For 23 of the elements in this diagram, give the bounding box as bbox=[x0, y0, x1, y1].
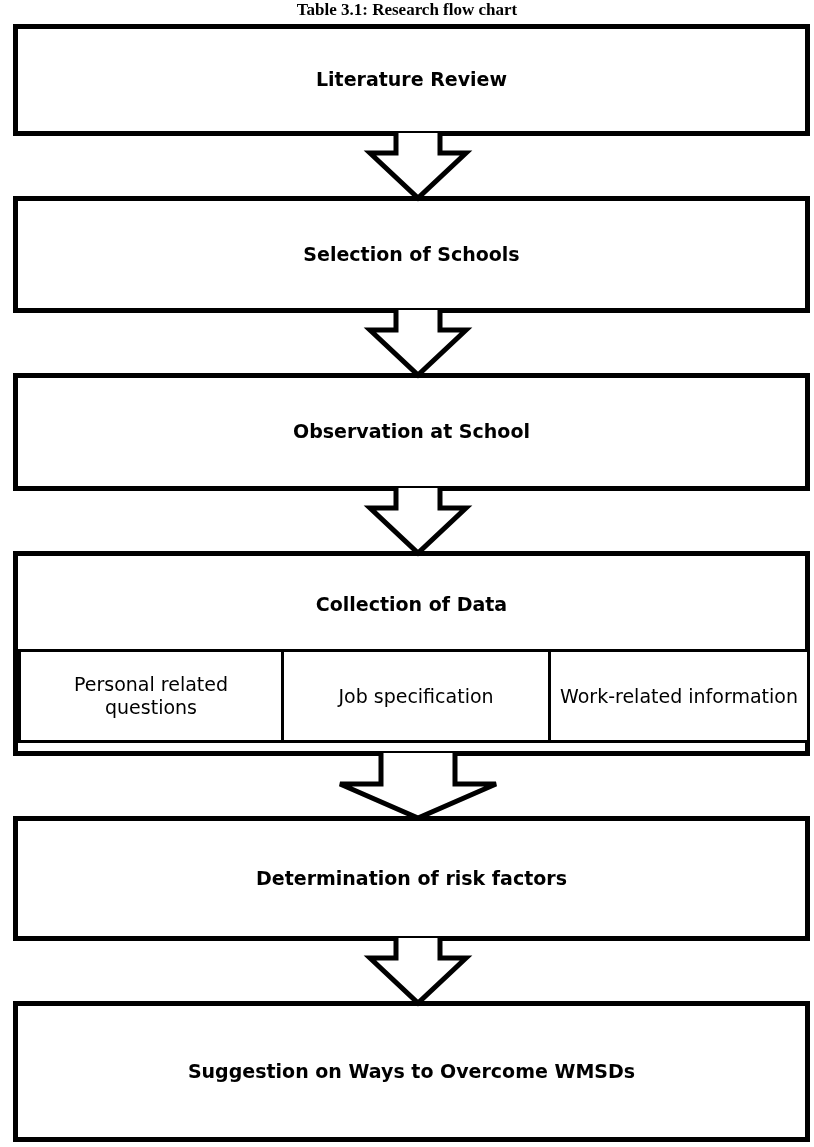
step-item: Personal related questions bbox=[73, 673, 229, 719]
step-title: Literature Review bbox=[314, 68, 509, 90]
step-title: Collection of Data bbox=[314, 593, 509, 615]
process-box bbox=[13, 24, 810, 136]
step-title: Determination of risk factors bbox=[255, 866, 568, 889]
block-arrow bbox=[363, 935, 473, 1007]
process-box bbox=[13, 816, 810, 941]
step-title: Suggestion on Ways to Overcome WMSDs bbox=[186, 1059, 637, 1082]
chart-title: Table 3.1: Research flow chart bbox=[295, 0, 519, 20]
block-arrow bbox=[363, 130, 473, 202]
step-item: Job specification bbox=[336, 684, 495, 708]
process-box bbox=[13, 196, 810, 313]
process-box bbox=[13, 551, 810, 756]
step-title: Observation at School bbox=[292, 420, 531, 442]
block-arrow bbox=[363, 485, 473, 557]
step-title: Selection of Schools bbox=[302, 242, 521, 265]
sub-box bbox=[281, 649, 551, 743]
sub-box bbox=[18, 649, 284, 743]
step-item: Work-related information bbox=[559, 684, 799, 708]
block-arrow bbox=[363, 307, 473, 379]
process-box bbox=[13, 373, 810, 491]
sub-box bbox=[548, 649, 810, 743]
process-box bbox=[13, 1001, 810, 1142]
